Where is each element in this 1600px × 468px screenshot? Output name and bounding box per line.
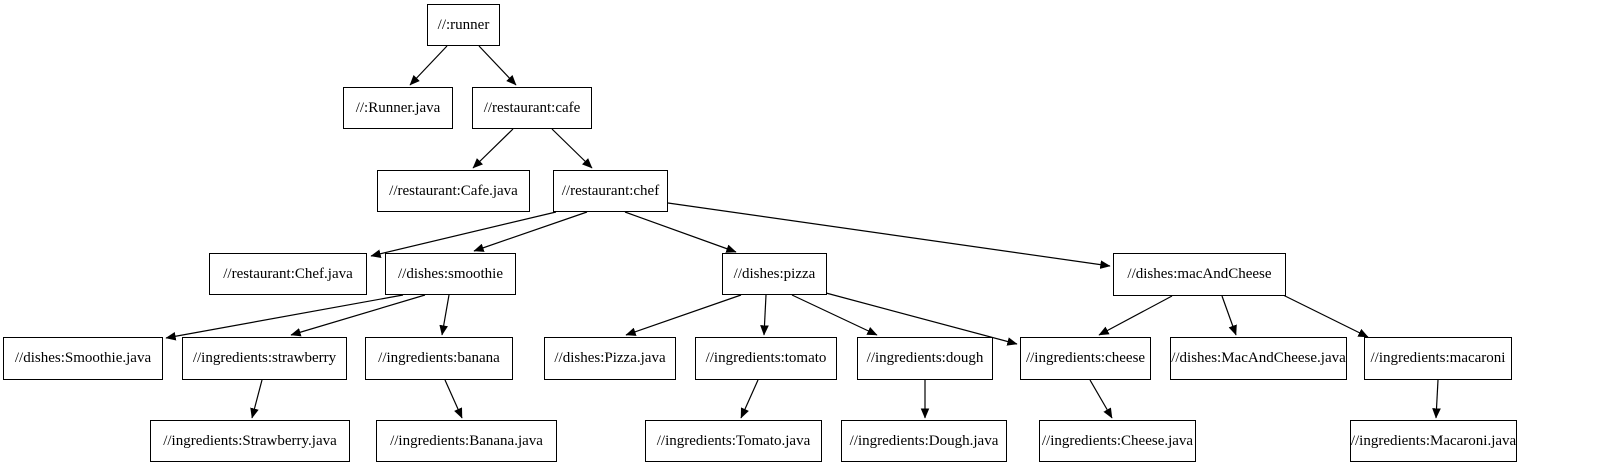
edge-mac-and-cheese-macaroni — [1280, 293, 1369, 338]
edge-mac-and-cheese-mac-and-cheese-java — [1221, 295, 1237, 336]
node-macaroni-java: //ingredients:Macaroni.java — [1350, 420, 1517, 462]
edge-strawberry-strawberry-java — [250, 379, 263, 419]
node-dough-java: //ingredients:Dough.java — [841, 420, 1007, 462]
edge-pizza-cheese — [825, 292, 1018, 346]
edge-macaroni-macaroni-java — [1432, 379, 1441, 419]
node-runner-java: //:Runner.java — [343, 87, 453, 129]
node-smoothie: //dishes:smoothie — [385, 253, 516, 295]
node-strawberry-java: //ingredients:Strawberry.java — [150, 420, 350, 462]
edge-chef-chef-java — [370, 211, 557, 258]
node-cafe-java: //restaurant:Cafe.java — [377, 170, 530, 212]
node-banana-java: //ingredients:Banana.java — [376, 420, 557, 462]
edge-pizza-dough — [791, 294, 878, 336]
node-runner: //:runner — [427, 4, 500, 46]
node-cheese: //ingredients:cheese — [1020, 337, 1151, 380]
edge-chef-smoothie — [473, 211, 588, 252]
node-chef-java: //restaurant:Chef.java — [209, 253, 367, 295]
edge-runner-cafe — [478, 45, 517, 86]
node-chef: //restaurant:chef — [553, 170, 668, 212]
node-macaroni: //ingredients:macaroni — [1364, 337, 1512, 380]
node-mac-and-cheese: //dishes:macAndCheese — [1113, 253, 1286, 296]
node-pizza-java: //dishes:Pizza.java — [544, 337, 676, 380]
node-banana: //ingredients:banana — [365, 337, 513, 380]
node-tomato-java: //ingredients:Tomato.java — [645, 420, 822, 462]
node-pizza: //dishes:pizza — [722, 253, 827, 295]
edge-mac-and-cheese-cheese — [1098, 295, 1173, 336]
node-tomato: //ingredients:tomato — [695, 337, 837, 380]
node-strawberry: //ingredients:strawberry — [182, 337, 347, 380]
edge-cafe-chef — [551, 128, 593, 169]
edge-smoothie-banana — [439, 294, 450, 336]
edge-chef-mac-and-cheese — [667, 202, 1111, 269]
edge-banana-banana-java — [444, 379, 463, 419]
node-cafe: //restaurant:cafe — [472, 87, 592, 129]
edge-cheese-cheese-java — [1089, 379, 1113, 419]
edge-smoothie-smoothie-java — [165, 294, 404, 341]
node-cheese-java: //ingredients:Cheese.java — [1039, 420, 1196, 462]
node-mac-and-cheese-java: //dishes:MacAndCheese.java — [1170, 337, 1347, 380]
node-dough: //ingredients:dough — [857, 337, 993, 380]
node-smoothie-java: //dishes:Smoothie.java — [3, 337, 163, 380]
edge-runner-runner-java — [409, 45, 448, 86]
edge-pizza-tomato — [760, 294, 769, 336]
edge-tomato-tomato-java — [740, 379, 759, 419]
edge-chef-pizza — [624, 211, 737, 253]
edge-pizza-pizza-java — [625, 294, 742, 336]
edge-smoothie-strawberry — [290, 294, 426, 337]
edge-cafe-cafe-java — [472, 128, 514, 169]
